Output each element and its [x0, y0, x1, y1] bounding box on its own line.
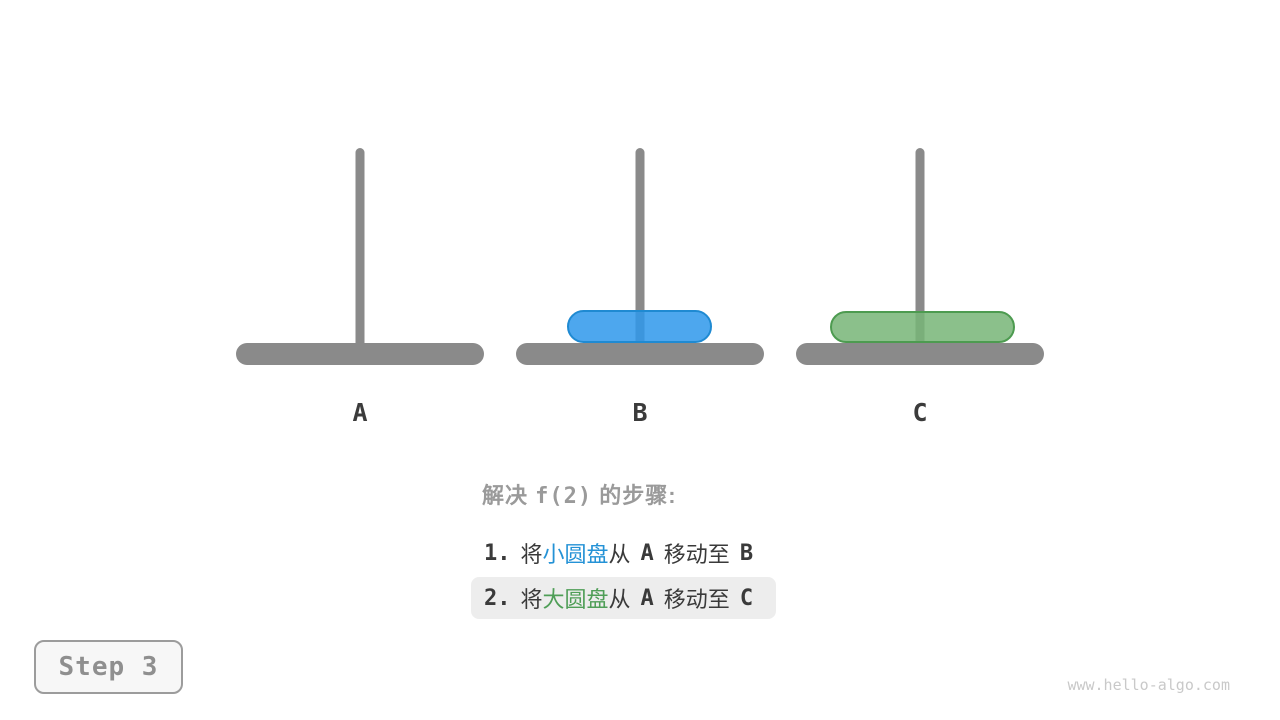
step-2-move: 移动至	[663, 587, 730, 612]
peg-C: C	[796, 148, 1044, 433]
watermark: www.hello-algo.com	[1067, 676, 1230, 694]
peg-B-base	[516, 343, 764, 365]
step-1-conn: 从	[608, 542, 631, 567]
peg-C-label: C	[912, 398, 928, 427]
step-1-move: 移动至	[663, 542, 730, 567]
step-2-action: 将	[520, 587, 543, 612]
peg-B: B	[516, 148, 764, 433]
peg-C-base	[796, 343, 1044, 365]
steps-heading: 解决 f(2) 的步骤:	[482, 478, 776, 510]
heading-code: f(2)	[535, 484, 593, 509]
step-2-to-peg: C	[739, 585, 754, 611]
small-disk	[567, 310, 712, 343]
step-2-disk-name: 大圆盘	[542, 587, 609, 612]
heading-suffix: 的步骤:	[592, 483, 677, 508]
step-indicator-label: Step 3	[58, 652, 159, 682]
step-1-from-peg: A	[640, 540, 654, 566]
peg-A-base	[236, 343, 484, 365]
step-2-from-peg: A	[640, 585, 654, 611]
peg-C-pole	[915, 148, 925, 354]
step-1-action: 将	[520, 542, 543, 567]
peg-A-pole	[355, 148, 365, 354]
step-1-to-peg: B	[739, 540, 754, 566]
step-2-number: 2.	[484, 585, 511, 611]
step-1-number: 1.	[484, 540, 511, 566]
peg-A-label: A	[352, 398, 368, 427]
step-indicator-badge: Step 3	[34, 640, 183, 694]
heading-prefix: 解决	[482, 483, 536, 508]
peg-B-label: B	[632, 398, 648, 427]
large-disk	[830, 311, 1015, 343]
step-1-disk-name: 小圆盘	[542, 542, 609, 567]
peg-B-pole	[635, 148, 645, 354]
peg-A: A	[236, 148, 484, 433]
step-2-conn: 从	[608, 587, 631, 612]
